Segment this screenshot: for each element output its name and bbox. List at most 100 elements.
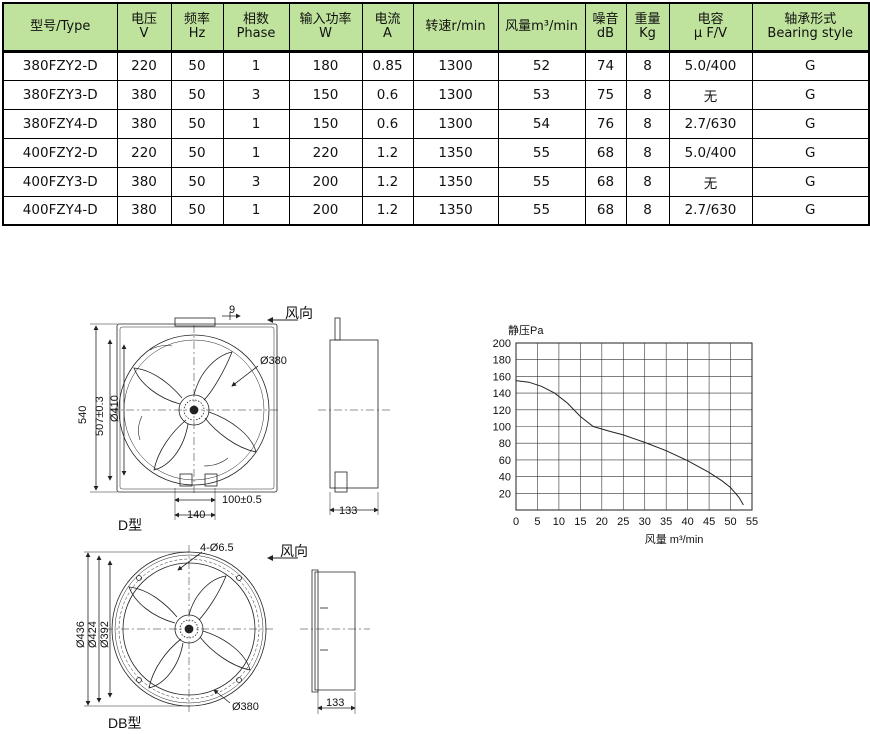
column-header-line: 轴承形式 [784,11,837,27]
x-tick-label: 15 [574,516,586,528]
db-dim-outer: Ø436 [75,621,87,648]
table-cell: 3 [222,79,290,110]
db-dim-blade: Ø380 [232,701,259,713]
column-header-line: 噪音 [592,11,619,27]
x-tick-label: 25 [617,516,629,528]
y-tick-label: 20 [499,488,511,500]
table-cell: 200 [288,195,363,226]
column-header: 转速r/min [412,2,499,53]
y-tick-label: 60 [499,455,511,467]
x-tick-label: 20 [596,516,608,528]
d-type-label: D型 [118,517,142,533]
y-tick-label: 160 [493,371,511,383]
d-type-front-view [90,312,298,520]
table-cell: 1 [222,195,290,226]
table-cell: 1 [222,108,290,139]
x-tick-label: 30 [639,516,651,528]
x-tick-label: 55 [746,516,758,528]
column-header-line: μ F/V [693,25,728,41]
y-tick-label: 100 [493,422,511,434]
table-cell: 400FZY4-D [2,195,118,226]
d-dim-diameter: Ø380 [260,355,287,367]
table-cell: 50 [170,108,224,139]
table-cell: 50 [170,195,224,226]
table-cell: G [751,195,870,226]
db-dim-pcd: Ø424 [87,621,99,648]
db-type-front-view [84,545,298,712]
column-header-line: 输入功率 [299,11,352,27]
table-cell: 2.7/630 [668,195,753,226]
x-axis-label: 风量 m³/min [645,533,704,546]
column-header-line: 电流 [374,11,401,27]
table-cell: 380 [116,79,172,110]
table-cell: 55 [497,195,586,226]
column-header-line: Kg [639,25,656,41]
x-tick-label: 50 [724,516,736,528]
table-cell: G [751,108,870,139]
table-cell: 220 [116,50,172,81]
column-header-line: dB [596,25,615,41]
y-tick-label: 140 [493,388,511,400]
db-dim-inner: Ø392 [99,621,111,648]
d-dim-top-offset: 9 [229,304,235,316]
x-tick-label: 35 [660,516,672,528]
column-header-line: A [383,25,392,41]
d-wind-direction-label: 风向 [285,305,313,321]
table-cell: 5.0/400 [668,50,753,81]
column-header-line: 风量m³/min [505,18,578,34]
db-type-label: DB型 [108,715,141,731]
db-wind-direction-label: 风向 [280,543,308,559]
y-tick-label: 120 [493,405,511,417]
column-header-line: 频率 [183,11,210,27]
table-cell: 75 [584,79,627,110]
x-tick-label: 0 [513,516,519,528]
column-header-line: 重量 [634,11,661,27]
d-dim-mount: 507±0.3 [94,396,106,436]
d-dim-base: 140 [187,509,205,521]
table-cell: 68 [584,137,627,168]
x-tick-label: 40 [682,516,694,528]
table-cell: 1300 [412,50,499,81]
column-header-line: 型号/Type [30,18,91,34]
column-header-line: V [139,25,149,41]
y-axis-label: 静压Pa [508,323,544,337]
y-tick-label: 180 [493,355,511,367]
column-header-line: 电压 [130,11,157,27]
table-cell: 1 [222,137,290,168]
x-tick-label: 10 [553,516,565,528]
column-header-line: Bearing style [767,25,854,41]
table-cell: 68 [584,195,627,226]
column-header-line: Phase [236,25,276,41]
y-tick-label: 80 [499,438,511,450]
d-dim-depth: 133 [339,505,357,517]
column-header-line: 相数 [242,11,269,27]
column-header: 风量m³/min [497,2,586,53]
db-dim-depth: 133 [326,697,344,709]
table-cell: 1350 [412,195,499,226]
column-header-line: 电容 [697,11,724,27]
table-cell: 68 [584,166,627,197]
column-header-line: 转速r/min [425,18,486,34]
table-cell: 1.2 [361,195,414,226]
d-type-side-view [318,317,390,515]
table-cell: 50 [170,166,224,197]
db-type-side-view [300,569,370,714]
pressure-flow-curve [515,380,744,506]
y-tick-label: 40 [499,472,511,484]
table-cell: 380 [116,195,172,226]
table-cell: G [751,166,870,197]
x-tick-label: 45 [703,516,715,528]
column-header-line: Hz [188,25,206,41]
column-header-line: W [319,25,332,41]
